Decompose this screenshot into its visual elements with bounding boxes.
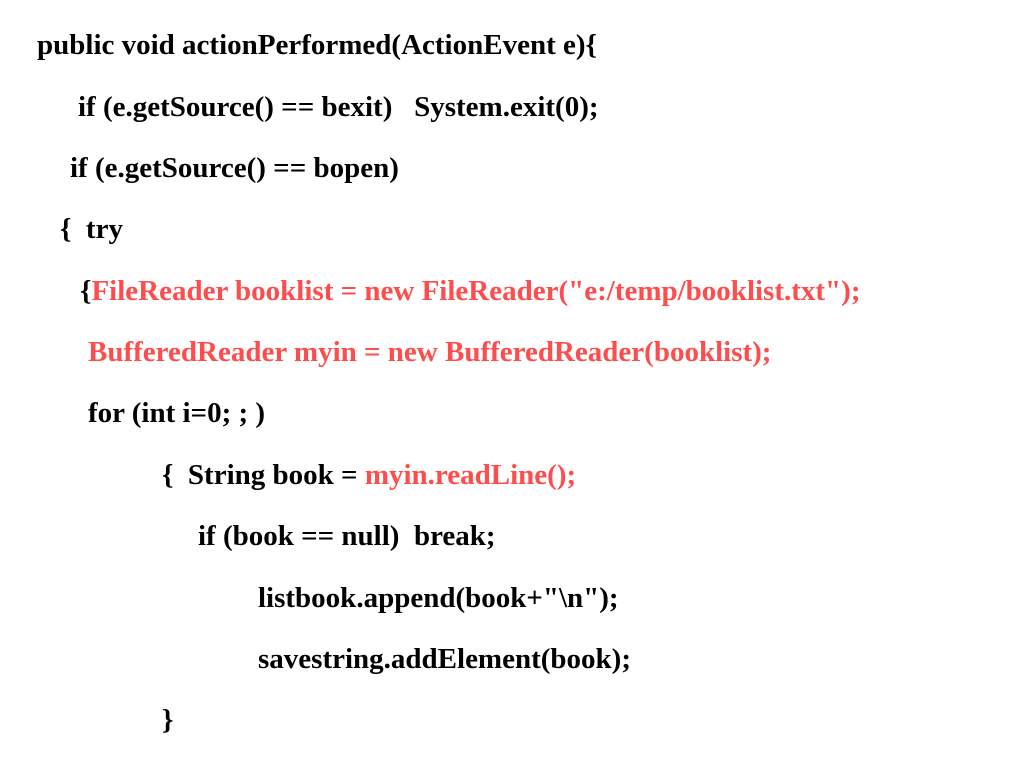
code-brace: { [80,275,92,307]
code-line: listbook.append(book+"\n"); [258,582,619,614]
code-line-highlight: BufferedReader myin = new BufferedReader… [88,336,772,368]
code-highlight: myin.readLine(); [364,459,577,491]
code-line: if (book == null) break; [198,520,496,552]
code-line: for (int i=0; ; ) [88,397,266,429]
code-line: savestring.addElement(book); [258,643,631,675]
code-line: public void actionPerformed(ActionEvent … [37,29,597,61]
code-highlight: FileReader booklist = new FileReader("e:… [91,275,861,307]
code-line: { String book = myin.readLine(); [162,458,576,492]
code-line: {FileReader booklist = new FileReader("e… [80,274,860,308]
code-line: { try [60,213,123,245]
code-line: if (e.getSource() == bexit) System.exit(… [78,91,599,123]
code-line: } [162,704,174,736]
code-line: if (e.getSource() == bopen) [70,152,399,184]
code-text: { String book = [162,459,365,491]
